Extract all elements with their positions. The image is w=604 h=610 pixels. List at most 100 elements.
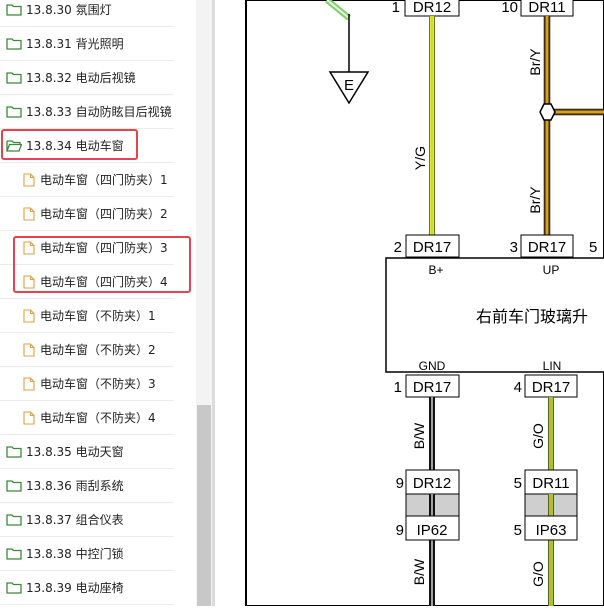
folder-icon	[6, 4, 22, 16]
connector-dr11-inline	[524, 469, 578, 495]
folder-icon	[6, 480, 22, 492]
wire-color-label: Y/G	[412, 146, 428, 170]
wiring-diagram-pane: E 1 DR12 10 DR11 Y/G Br/Y Br/Y 2 DR1	[215, 0, 604, 607]
tree-item-label: 13.8.39 电动座椅	[26, 581, 124, 595]
document-icon	[23, 172, 35, 187]
document-icon	[23, 308, 35, 323]
pin-number: 1	[394, 379, 402, 396]
document-icon	[23, 410, 35, 425]
sidebar-scrollbar[interactable]	[196, 0, 212, 606]
connector-label: DR17	[528, 239, 566, 256]
pin-function-label: LIN	[543, 359, 562, 373]
connector-label: DR11	[528, 0, 565, 16]
document-icon	[23, 342, 35, 357]
tree-item-label: 13.8.31 背光照明	[26, 37, 124, 51]
folder-open-icon	[6, 140, 22, 152]
tree-item-label: 电动车窗（四门防夹）4	[40, 275, 168, 289]
ground-symbol	[328, 71, 370, 105]
tree-item-window-no-pinch-3[interactable]: 电动车窗（不防夹）3	[0, 367, 174, 401]
connector-label: IP62	[417, 522, 448, 539]
document-icon	[23, 240, 35, 255]
wire-color-label: Br/Y	[527, 48, 543, 76]
wiring-diagram: E 1 DR12 10 DR11 Y/G Br/Y Br/Y 2 DR1	[245, 0, 604, 607]
pin-number: 1	[392, 0, 400, 16]
connector-ip63	[524, 515, 578, 541]
wire-color-label: B/W	[411, 558, 427, 585]
pin-number: 5	[589, 239, 597, 256]
tree-item-label: 电动车窗（不防夹）1	[40, 309, 156, 323]
tree-item-central-lock[interactable]: 13.8.38 中控门锁	[0, 537, 174, 571]
tree-item-ambient-light[interactable]: 13.8.30 氛围灯	[0, 0, 174, 27]
tree-item-instrument-cluster[interactable]: 13.8.37 组合仪表	[0, 503, 174, 537]
document-icon	[23, 274, 35, 289]
tree-item-label: 电动车窗（四门防夹）3	[40, 241, 168, 255]
wire-color-label: G/O	[530, 561, 546, 587]
tree-item-wiper-system[interactable]: 13.8.36 雨刮系统	[0, 469, 174, 503]
connector-label: IP63	[536, 522, 567, 539]
tree-item-label: 13.8.38 中控门锁	[26, 547, 124, 561]
pin-function-label: GND	[419, 359, 446, 373]
splice-node	[539, 103, 556, 121]
tree-item-window-no-pinch-4[interactable]: 电动车窗（不防夹）4	[0, 401, 174, 435]
connector-dr17-b-plus	[405, 234, 460, 258]
tree-item-label: 13.8.30 氛围灯	[26, 3, 112, 17]
folder-icon	[6, 582, 22, 594]
folder-icon	[6, 514, 22, 526]
window-lifter-module	[385, 257, 604, 373]
pin-number: 5	[514, 475, 522, 492]
tree-item-window-anti-pinch-4[interactable]: 电动车窗（四门防夹）4	[0, 265, 174, 299]
tree-item-label: 13.8.34 电动车窗	[26, 139, 124, 153]
tree-item-power-window[interactable]: 13.8.34 电动车窗	[0, 129, 174, 163]
wire-color-label: B/W	[411, 422, 427, 449]
tree-item-label: 13.8.36 雨刮系统	[26, 479, 124, 493]
tree-item-label: 电动车窗（不防夹）2	[40, 343, 156, 357]
pin-number: 3	[510, 239, 518, 256]
ground-wire	[325, 0, 351, 72]
connector-label: DR12	[413, 475, 451, 492]
tree-item-label: 13.8.32 电动后视镜	[26, 71, 136, 85]
tree-item-power-mirror[interactable]: 13.8.32 电动后视镜	[0, 61, 174, 95]
connector-label: DR12	[413, 0, 451, 16]
tree-item-label: 电动车窗（不防夹）4	[40, 411, 156, 425]
tree-item-label: 电动车窗（不防夹）3	[40, 377, 156, 391]
connector-label: DR17	[413, 379, 451, 396]
tree-item-window-anti-pinch-1[interactable]: 电动车窗（四门防夹）1	[0, 163, 174, 197]
tree-item-window-no-pinch-1[interactable]: 电动车窗（不防夹）1	[0, 299, 174, 333]
pin-number: 10	[501, 0, 518, 16]
pane-divider[interactable]	[212, 0, 215, 606]
folder-icon	[6, 106, 22, 118]
document-icon	[23, 206, 35, 221]
tree-item-label: 13.8.37 组合仪表	[26, 513, 124, 527]
pin-function-label: B+	[428, 263, 443, 277]
wire-color-label: Br/Y	[527, 186, 543, 214]
tree-item-power-seat[interactable]: 13.8.39 电动座椅	[0, 571, 174, 605]
connector-dr17-up	[520, 234, 574, 258]
document-icon	[23, 376, 35, 391]
connector-label: DR17	[532, 379, 570, 396]
wire-brown-yellow	[543, 16, 604, 236]
tree-item-window-anti-pinch-3[interactable]: 电动车窗（四门防夹）3	[0, 231, 174, 265]
sidebar-tree: 13.8.30 氛围灯 13.8.31 背光照明 13.8.32 电动后视镜 1…	[0, 0, 196, 606]
wire-color-label: G/O	[530, 423, 546, 449]
tree-item-sunroof[interactable]: 13.8.35 电动天窗	[0, 435, 174, 469]
folder-icon	[6, 72, 22, 84]
tree-item-label: 电动车窗（四门防夹）2	[40, 207, 168, 221]
folder-icon	[6, 548, 22, 560]
connector-label: DR17	[413, 239, 451, 256]
tree-item-window-no-pinch-2[interactable]: 电动车窗（不防夹）2	[0, 333, 174, 367]
pin-number: 2	[394, 239, 402, 256]
scrollbar-thumb[interactable]	[197, 405, 211, 606]
module-name: 右前车门玻璃升	[476, 308, 588, 326]
connector-label: DR11	[532, 475, 569, 492]
tree-item-backlight[interactable]: 13.8.31 背光照明	[0, 27, 174, 61]
tree-item-label: 13.8.35 电动天窗	[26, 445, 124, 459]
pin-number: 4	[514, 379, 522, 396]
pin-number: 9	[396, 475, 404, 492]
pin-function-label: UP	[543, 263, 560, 277]
tree-item-label: 13.8.33 自动防眩目后视镜	[26, 105, 172, 119]
tree-item-auto-dimming-mirror[interactable]: 13.8.33 自动防眩目后视镜	[0, 95, 174, 129]
tree-item-label: 电动车窗（四门防夹）1	[40, 173, 168, 187]
folder-icon	[6, 446, 22, 458]
tree-item-window-anti-pinch-2[interactable]: 电动车窗（四门防夹）2	[0, 197, 174, 231]
ground-label: E	[344, 77, 354, 94]
